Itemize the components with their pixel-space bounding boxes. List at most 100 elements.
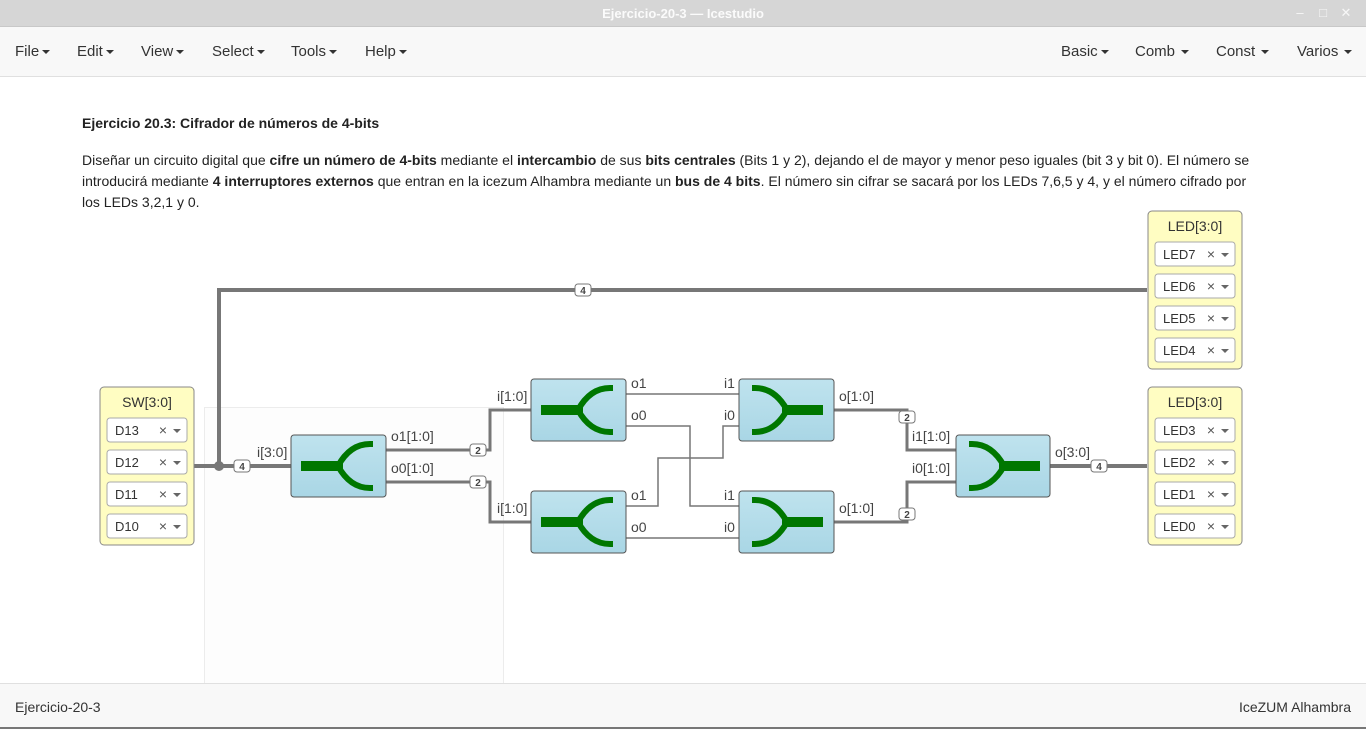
menu-view[interactable]: View — [141, 43, 185, 60]
chevron-down-icon[interactable] — [1221, 429, 1229, 433]
pin-select-value: LED4 — [1163, 343, 1196, 358]
wire-width-label: 2 — [904, 510, 910, 521]
splitter-4bit-block[interactable] — [290, 434, 387, 498]
pin-select-value: LED3 — [1163, 423, 1196, 438]
join-2bit-bottom-block[interactable] — [738, 490, 835, 554]
wire-o1 — [386, 408, 531, 452]
chevron-down-icon[interactable] — [1221, 461, 1229, 465]
pin-select[interactable]: LED7 × — [1154, 241, 1236, 267]
port-label: i0 — [724, 407, 735, 423]
join-2bit-top-block[interactable] — [738, 378, 835, 442]
clear-pin-icon[interactable]: × — [159, 486, 167, 502]
pin-select[interactable]: LED1 × — [1154, 481, 1236, 507]
port-label: i0[1:0] — [912, 460, 950, 476]
window-title: Ejercicio-20-3 — Icestudio — [602, 6, 764, 21]
clear-pin-icon[interactable]: × — [1207, 246, 1215, 262]
pin-select[interactable]: LED0 × — [1154, 513, 1236, 539]
pin-select-value: D12 — [115, 455, 139, 470]
pin-select[interactable]: LED5 × — [1154, 305, 1236, 331]
port-label: o1 — [631, 375, 647, 391]
clear-pin-icon[interactable]: × — [1207, 486, 1215, 502]
maximize-icon[interactable]: □ — [1319, 5, 1327, 20]
pin-select[interactable]: LED4 × — [1154, 337, 1236, 363]
info-text: Diseñar un circuito digital que — [82, 152, 270, 168]
design-canvas[interactable]: Ejercicio 20.3: Cifrador de números de 4… — [0, 77, 1366, 709]
chevron-down-icon — [176, 50, 185, 55]
port-label: o0[1:0] — [391, 460, 434, 476]
chevron-down-icon[interactable] — [1221, 349, 1229, 353]
pin-select[interactable]: LED6× — [1154, 273, 1236, 299]
info-text: que entran en la icezum Alhambra mediant… — [373, 173, 675, 189]
io-block-title: LED[3:0] — [1168, 394, 1222, 410]
pin-select[interactable]: D12 × — [106, 449, 188, 475]
wire-t-o0 — [626, 425, 739, 507]
menu-varios[interactable]: Varios — [1297, 43, 1353, 60]
wire-join-a — [834, 408, 956, 452]
port-label: i1 — [724, 487, 735, 503]
port-label: o[3:0] — [1055, 444, 1090, 460]
chevron-down-icon[interactable] — [1221, 253, 1229, 257]
chevron-down-icon[interactable] — [173, 429, 181, 433]
splitter-2bit-bottom-block[interactable] — [530, 490, 627, 554]
chevron-down-icon[interactable] — [173, 461, 181, 465]
pin-select[interactable]: LED2× — [1154, 449, 1236, 475]
chevron-down-icon[interactable] — [173, 493, 181, 497]
join-4bit-block[interactable] — [955, 434, 1051, 498]
pin-select[interactable]: LED3 × — [1154, 417, 1236, 443]
wire-b-o1 — [626, 425, 739, 507]
chevron-down-icon[interactable] — [1221, 525, 1229, 529]
menu-const[interactable]: Const — [1216, 43, 1270, 60]
chevron-down-icon[interactable] — [1221, 285, 1229, 289]
output-block-led-high[interactable]: LED[3:0] LED7×LED6×LED5×LED4× — [1147, 210, 1243, 370]
output-block-led-low[interactable]: LED[3:0] LED3×LED2×LED1×LED0× — [1147, 386, 1243, 546]
splitter-2bit-top-block[interactable] — [530, 378, 627, 442]
pin-select-value: LED1 — [1163, 487, 1196, 502]
pin-select[interactable]: D10× — [106, 513, 188, 539]
io-block-title: SW[3:0] — [122, 394, 172, 410]
menu-basic[interactable]: Basic — [1061, 43, 1109, 60]
menu-file[interactable]: File — [15, 43, 51, 60]
info-text: de sus — [596, 152, 646, 168]
port-label: i1[1:0] — [912, 428, 950, 444]
clear-pin-icon[interactable]: × — [1207, 342, 1215, 358]
wire-bus-top — [217, 288, 1147, 466]
pin-select-value: LED7 — [1163, 247, 1196, 262]
chevron-down-icon[interactable] — [1221, 493, 1229, 497]
menu-select[interactable]: Select — [212, 43, 265, 60]
menu-bar: File Edit View Select Tools Help Basic C… — [0, 27, 1366, 77]
menu-comb[interactable]: Comb — [1135, 43, 1190, 60]
bottom-border — [0, 727, 1366, 729]
clear-pin-icon[interactable]: × — [159, 518, 167, 534]
menu-tools[interactable]: Tools — [291, 43, 338, 60]
clear-pin-icon[interactable]: × — [1207, 278, 1215, 294]
clear-pin-icon[interactable]: × — [1207, 422, 1215, 438]
clear-pin-icon[interactable]: × — [159, 422, 167, 438]
close-icon[interactable]: ✕ — [1340, 5, 1352, 20]
pin-select-value: LED0 — [1163, 519, 1196, 534]
input-block-sw[interactable]: SW[3:0] D13×D12×D11×D10× — [99, 386, 195, 546]
minimize-icon[interactable]: – — [1296, 5, 1304, 20]
chevron-down-icon — [398, 50, 407, 55]
pin-select-value: D13 — [115, 423, 139, 438]
menu-help[interactable]: Help — [365, 43, 407, 60]
wire-width-label: 4 — [580, 286, 586, 297]
clear-pin-icon[interactable]: × — [1207, 310, 1215, 326]
wire-width-label: 2 — [475, 446, 481, 457]
port-label: i[1:0] — [497, 388, 527, 404]
chevron-down-icon[interactable] — [1221, 317, 1229, 321]
clear-pin-icon[interactable]: × — [159, 454, 167, 470]
pin-select[interactable]: D13 × — [106, 417, 188, 443]
menu-edit[interactable]: Edit — [77, 43, 114, 60]
clear-pin-icon[interactable]: × — [1207, 518, 1215, 534]
pin-select[interactable]: D11× — [106, 481, 188, 507]
clear-pin-icon[interactable]: × — [1207, 454, 1215, 470]
chevron-down-icon — [1181, 50, 1190, 55]
port-label: i[3:0] — [257, 444, 287, 460]
wire-width-label: 2 — [904, 413, 910, 424]
port-label: i1 — [724, 375, 735, 391]
wire-o0 — [386, 480, 531, 524]
title-bar: Ejercicio-20-3 — Icestudio – □ ✕ — [0, 0, 1366, 27]
status-project-name: Ejercicio-20-3 — [15, 699, 101, 715]
pin-select-value: LED5 — [1163, 311, 1196, 326]
chevron-down-icon[interactable] — [173, 525, 181, 529]
